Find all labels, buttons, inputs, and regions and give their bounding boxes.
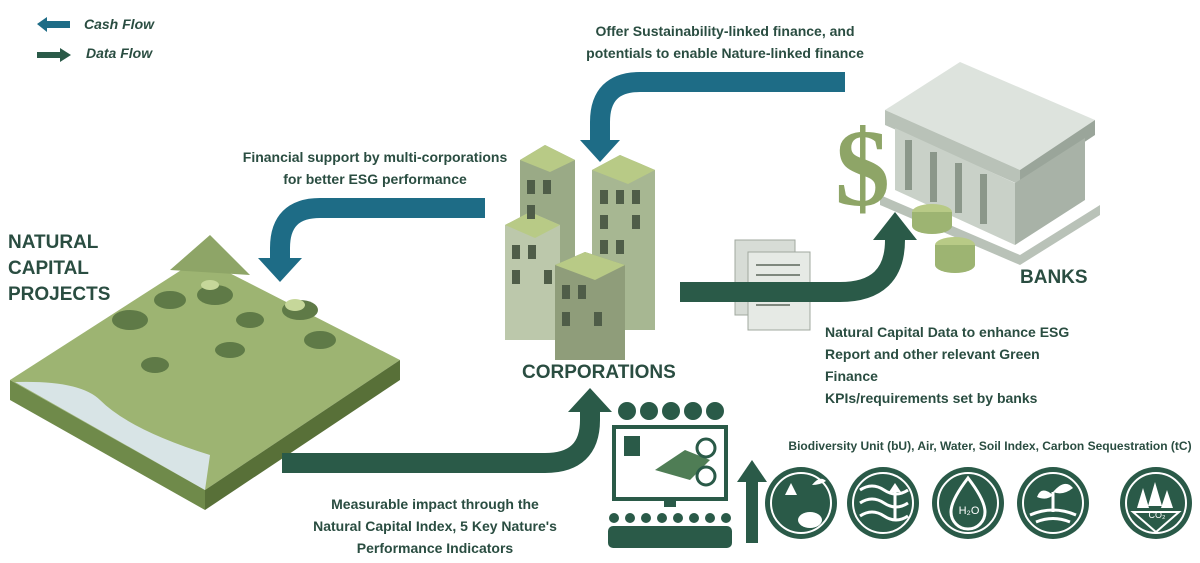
cash-flow-legend-label: Cash Flow [84, 16, 155, 32]
soil-icon [1017, 467, 1089, 539]
biodiversity-icon [765, 467, 837, 539]
dollar-icon: $ [835, 107, 890, 229]
air-icon [847, 467, 919, 539]
projects-to-corporations-flow-label: Measurable impact through the Natural Ca… [313, 496, 557, 556]
corporations-to-banks-flow-label: Natural Capital Data to enhance ESG Repo… [825, 324, 1070, 406]
cash-flow-corporations-to-projects-arrow [258, 198, 485, 282]
natural-capital-projects-title: NATURAL CAPITAL PROJECTS [8, 232, 111, 305]
data-flow-legend-label: Data Flow [86, 45, 153, 61]
banks-building: $ [835, 62, 1100, 273]
cash-flow-legend-arrow [37, 17, 70, 32]
cash-flow-banks-to-corporations-arrow [580, 72, 845, 162]
corporations-title: CORPORATIONS [522, 362, 676, 383]
carbon-symbol: CO₂ [1148, 510, 1166, 520]
landscape-illustration [10, 235, 400, 510]
data-flow-corporations-to-banks-arrow [680, 212, 917, 302]
banks-to-corporations-flow-label: Offer Sustainability-linked finance, and… [586, 23, 864, 61]
dashboard-monitor-icon [608, 402, 732, 548]
water-icon [932, 467, 1004, 539]
indicators-title: Biodiversity Unit (bU), Air, Water, Soil… [788, 439, 1192, 453]
data-flow-legend-arrow [37, 48, 71, 62]
corporations-buildings [505, 145, 655, 360]
carbon-icon [1120, 467, 1192, 539]
water-symbol: H₂O [958, 505, 980, 517]
corporations-to-projects-flow-label: Financial support by multi-corporations … [242, 149, 508, 187]
banks-title: BANKS [1020, 267, 1088, 288]
increase-arrow-icon [737, 460, 767, 543]
data-flow-projects-to-corporations-arrow [282, 388, 612, 473]
